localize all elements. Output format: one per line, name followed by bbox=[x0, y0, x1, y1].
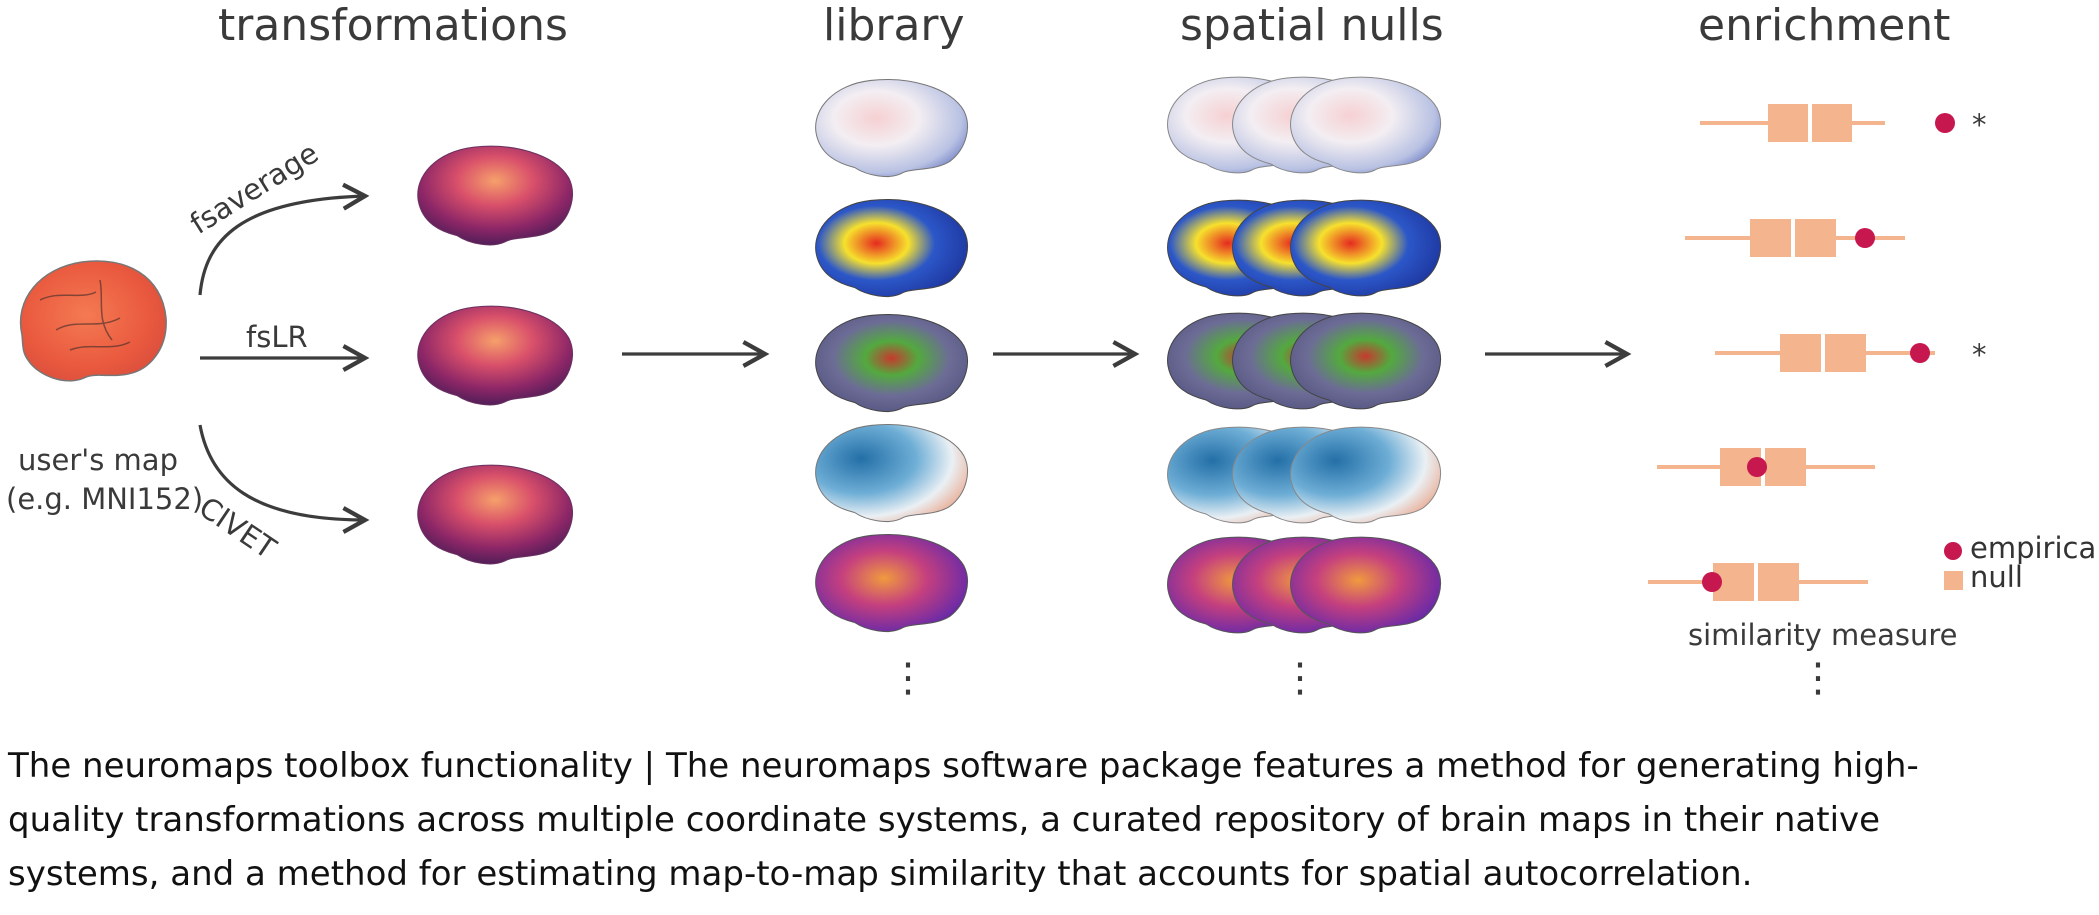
empirical-dot-3 bbox=[1910, 343, 1930, 363]
significance-star-1: * bbox=[1972, 108, 1987, 142]
empirical-dot-2 bbox=[1855, 228, 1875, 248]
legend-null-marker bbox=[1944, 571, 1963, 590]
diagram-canvas bbox=[19, 76, 1963, 634]
users-map-sublabel: (e.g. MNI152) bbox=[6, 482, 204, 516]
library-brains bbox=[815, 79, 969, 633]
spatial-null-brains bbox=[1166, 76, 1442, 634]
boxplot-3 bbox=[1715, 334, 1935, 372]
caption-line-3: systems, and a method for estimating map… bbox=[8, 854, 1753, 894]
empirical-dot-1 bbox=[1935, 113, 1955, 133]
legend-empirical-label: empirical bbox=[1970, 531, 2099, 565]
boxplot-1 bbox=[1700, 104, 1955, 142]
empirical-dot-5 bbox=[1702, 572, 1722, 592]
brain-civet bbox=[417, 464, 573, 565]
header-enrichment: enrichment bbox=[1698, 0, 1951, 51]
civet-arrow bbox=[198, 424, 370, 534]
boxplot-4 bbox=[1657, 448, 1875, 486]
boxplot-5 bbox=[1648, 563, 1868, 601]
users-map-label: user's map bbox=[18, 443, 178, 477]
caption-separator: | bbox=[632, 746, 666, 786]
boxplot-2 bbox=[1685, 219, 1905, 257]
header-transformations: transformations bbox=[218, 0, 568, 51]
significance-star-3: * bbox=[1972, 338, 1987, 372]
similarity-measure-label: similarity measure bbox=[1688, 618, 1958, 652]
label-fslr: fsLR bbox=[246, 320, 308, 354]
header-spatial-nulls: spatial nulls bbox=[1180, 0, 1444, 51]
header-library: library bbox=[823, 0, 965, 51]
legend-empirical-marker bbox=[1944, 542, 1962, 560]
legend-null-label: null bbox=[1970, 560, 2023, 594]
brain-fsaverage bbox=[417, 145, 573, 246]
fsaverage-arrow bbox=[198, 182, 370, 296]
caption-title: The neuromaps toolbox functionality bbox=[8, 746, 633, 786]
nulls-ellipsis: ⋮ bbox=[1280, 655, 1320, 701]
caption-line-2: quality transformations across multiple … bbox=[8, 800, 1881, 840]
users-brain-map bbox=[19, 260, 167, 382]
caption-line-1: The neuromaps toolbox functionality | Th… bbox=[8, 741, 1919, 791]
library-ellipsis: ⋮ bbox=[888, 655, 928, 701]
caption-line-1-text: The neuromaps software package features … bbox=[665, 746, 1919, 786]
enrichment-ellipsis: ⋮ bbox=[1798, 655, 1838, 701]
brain-fslr bbox=[417, 305, 573, 406]
empirical-dot-4 bbox=[1747, 457, 1767, 477]
